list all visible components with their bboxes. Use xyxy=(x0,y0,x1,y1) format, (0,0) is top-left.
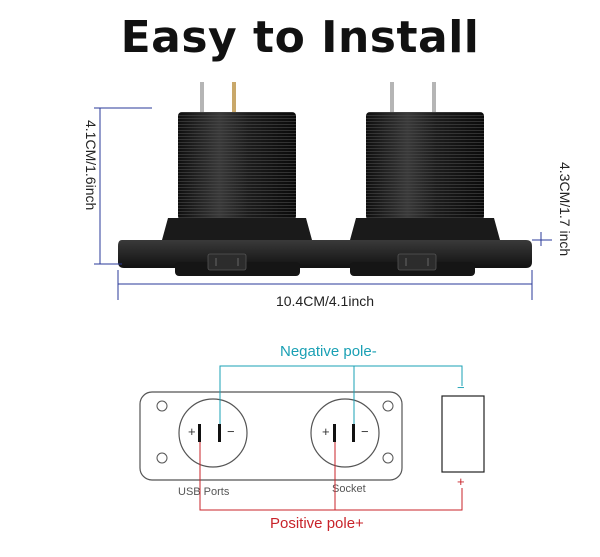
negative-pole-label: Negative pole- xyxy=(280,343,377,360)
panel-outline xyxy=(139,391,403,481)
socket-plus-sign: + xyxy=(322,424,330,439)
usb-plus-sign: + xyxy=(188,424,196,439)
socket-minus-sign: − xyxy=(361,424,369,439)
socket-housing xyxy=(350,112,500,240)
socket-circle xyxy=(310,398,380,468)
battery-icon xyxy=(441,395,485,473)
usb-port-circle xyxy=(178,398,248,468)
page-title: Easy to Install xyxy=(120,12,480,63)
wiring-diagram: + − + − USB Ports Socket Negative pole- … xyxy=(139,343,485,532)
usb-minus-sign: − xyxy=(227,424,235,439)
height-left-label: 4.1CM/1.6inch xyxy=(83,120,99,210)
battery-minus-sign: − xyxy=(457,380,465,395)
usb-ports-label: USB Ports xyxy=(178,486,230,498)
positive-pole-label: Positive pole+ xyxy=(270,515,364,532)
positive-wires xyxy=(199,442,463,511)
socket-label: Socket xyxy=(332,483,366,495)
height-right-label: 4.3CM/1.7 inch xyxy=(557,162,573,256)
negative-wires xyxy=(219,365,463,424)
terminal-pins xyxy=(200,82,436,114)
width-label: 10.4CM/4.1inch xyxy=(276,293,374,309)
battery-plus-sign: + xyxy=(457,474,465,489)
mounting-panel xyxy=(118,240,532,276)
dimension-lines xyxy=(94,107,552,300)
socket-panel-product xyxy=(118,82,532,276)
usb-port-housing xyxy=(162,112,312,240)
